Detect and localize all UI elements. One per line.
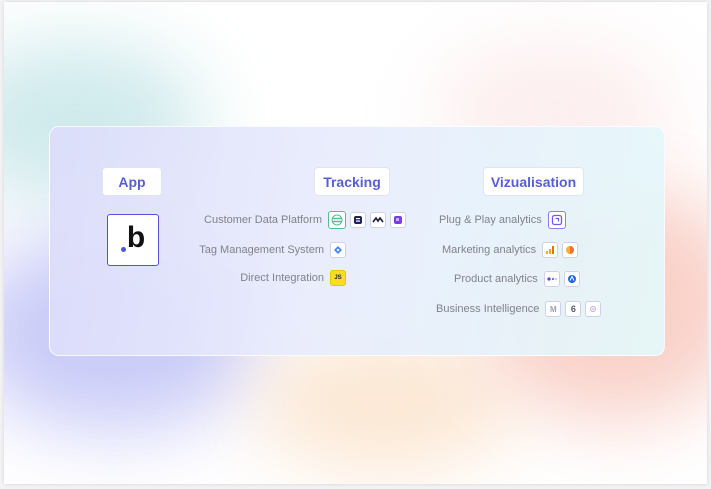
mixpanel-icon [543, 271, 560, 287]
purple-square-icon [390, 212, 406, 228]
logo-letter: b [126, 221, 146, 254]
row-label: Direct Integration [240, 272, 324, 284]
viz-row-marketing: Marketing analytics [442, 242, 579, 258]
tracking-row-cdp: Customer Data Platform [204, 211, 406, 229]
javascript-icon: JS [330, 270, 346, 286]
row-label: Customer Data Platform [204, 214, 322, 226]
rudderstack-icon [350, 212, 366, 228]
piano-icon [562, 242, 579, 258]
segment-icon [328, 211, 346, 229]
viz-row-bi: Business Intelligence M 6 [436, 301, 602, 317]
viz-row-plug-play: Plug & Play analytics [439, 211, 566, 229]
integration-panel: App Tracking Vizualisation b Customer Da… [49, 126, 665, 356]
mparticle-icon [370, 212, 386, 228]
row-label: Product analytics [454, 273, 538, 285]
row-label: Tag Management System [199, 244, 324, 256]
tracking-header: Tracking [314, 167, 390, 196]
amplitude-icon [563, 271, 580, 287]
vizualisation-header: Vizualisation [483, 167, 584, 196]
purple-app-icon [547, 211, 566, 229]
app-header: App [102, 167, 162, 196]
row-label: Business Intelligence [436, 303, 540, 315]
looker-icon [585, 301, 602, 317]
google-analytics-icon [542, 242, 559, 258]
logo-dot [121, 247, 126, 252]
viz-row-product: Product analytics [454, 271, 580, 287]
screenshot-frame: App Tracking Vizualisation b Customer Da… [4, 2, 707, 484]
tracking-row-tms: Tag Management System [199, 242, 346, 258]
tag-manager-icon [330, 242, 346, 258]
metabase-icon: M [545, 301, 562, 317]
row-label: Marketing analytics [442, 244, 537, 256]
tracking-row-direct: Direct Integration JS [240, 270, 346, 286]
app-logo: b [107, 214, 159, 266]
row-label: Plug & Play analytics [439, 214, 542, 226]
six-icon: 6 [565, 301, 582, 317]
